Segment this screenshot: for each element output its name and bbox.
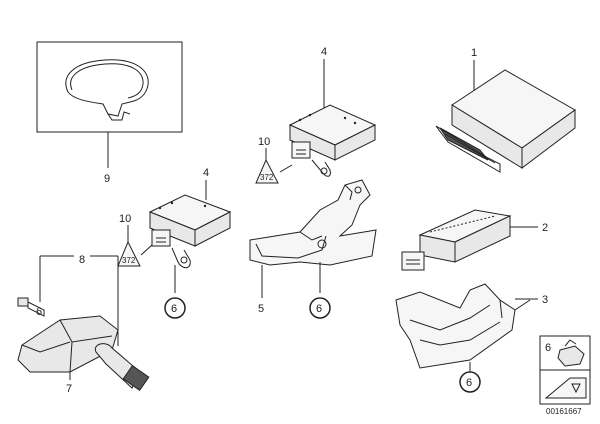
callout-3: 3: [542, 294, 548, 306]
part-10-lower-label: 10 372: [117, 213, 153, 267]
callout-5: 5: [258, 303, 264, 315]
callout-6-screw: 6: [36, 306, 42, 318]
callout-circle-6-c: 6: [459, 371, 481, 393]
callout-4-upper: 4: [321, 46, 327, 58]
part-5-bracket: 5: [249, 179, 377, 315]
legend-box: 6 00161667: [539, 335, 591, 416]
part-4-upper-sensor: 4: [288, 46, 377, 177]
callout-10-lower: 10: [119, 213, 131, 225]
part-10-upper-label: 10 372: [255, 136, 293, 184]
callout-9: 9: [104, 173, 110, 185]
svg-text:6: 6: [466, 377, 472, 389]
triangle-code-lower: 372: [122, 256, 136, 265]
callout-7: 7: [66, 383, 72, 395]
triangle-code-upper: 372: [260, 173, 274, 182]
callout-1: 1: [471, 47, 477, 59]
callout-8: 8: [79, 254, 85, 266]
svg-text:6: 6: [171, 303, 177, 315]
callout-circle-6-a: 6: [164, 297, 186, 319]
part-3-holder: 3: [395, 283, 548, 372]
diagram-number: 00161667: [546, 407, 582, 416]
callout-circle-6-b: 6: [309, 297, 331, 319]
callout-2: 2: [542, 222, 548, 234]
callout-10-upper: 10: [258, 136, 270, 148]
part-9-wire-loop: 9: [36, 41, 183, 185]
part-8-sensor-kit: 8 6 7: [17, 254, 150, 395]
callout-4-lower: 4: [203, 167, 209, 179]
part-1-control-module: 1: [435, 47, 576, 173]
svg-text:6: 6: [316, 303, 322, 315]
part-2-antenna-module: 2: [401, 209, 548, 271]
part-4-lower-sensor: 4: [148, 167, 232, 293]
legend-item-number: 6: [545, 342, 551, 354]
